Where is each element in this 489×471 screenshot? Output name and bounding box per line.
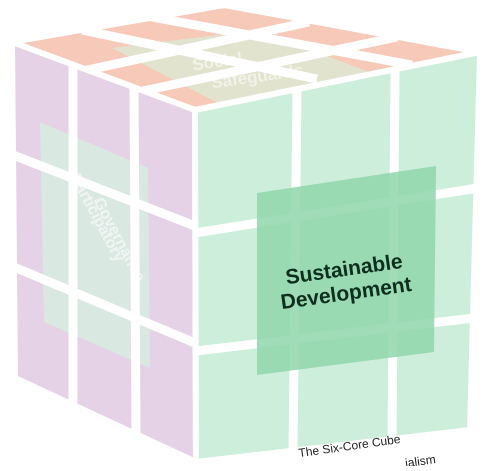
- front-face: Sustainable Development: [191, 48, 484, 466]
- left-face: Participatory Governance: [8, 37, 200, 467]
- left-face-grid: [11, 65, 197, 436]
- participatory-governance-core: [40, 122, 150, 368]
- top-face-grid: [81, 12, 413, 96]
- cube-caption-cutoff: …ialism: [392, 452, 436, 466]
- front-face-outline: [191, 48, 484, 466]
- sustainable-development-core: [257, 166, 436, 375]
